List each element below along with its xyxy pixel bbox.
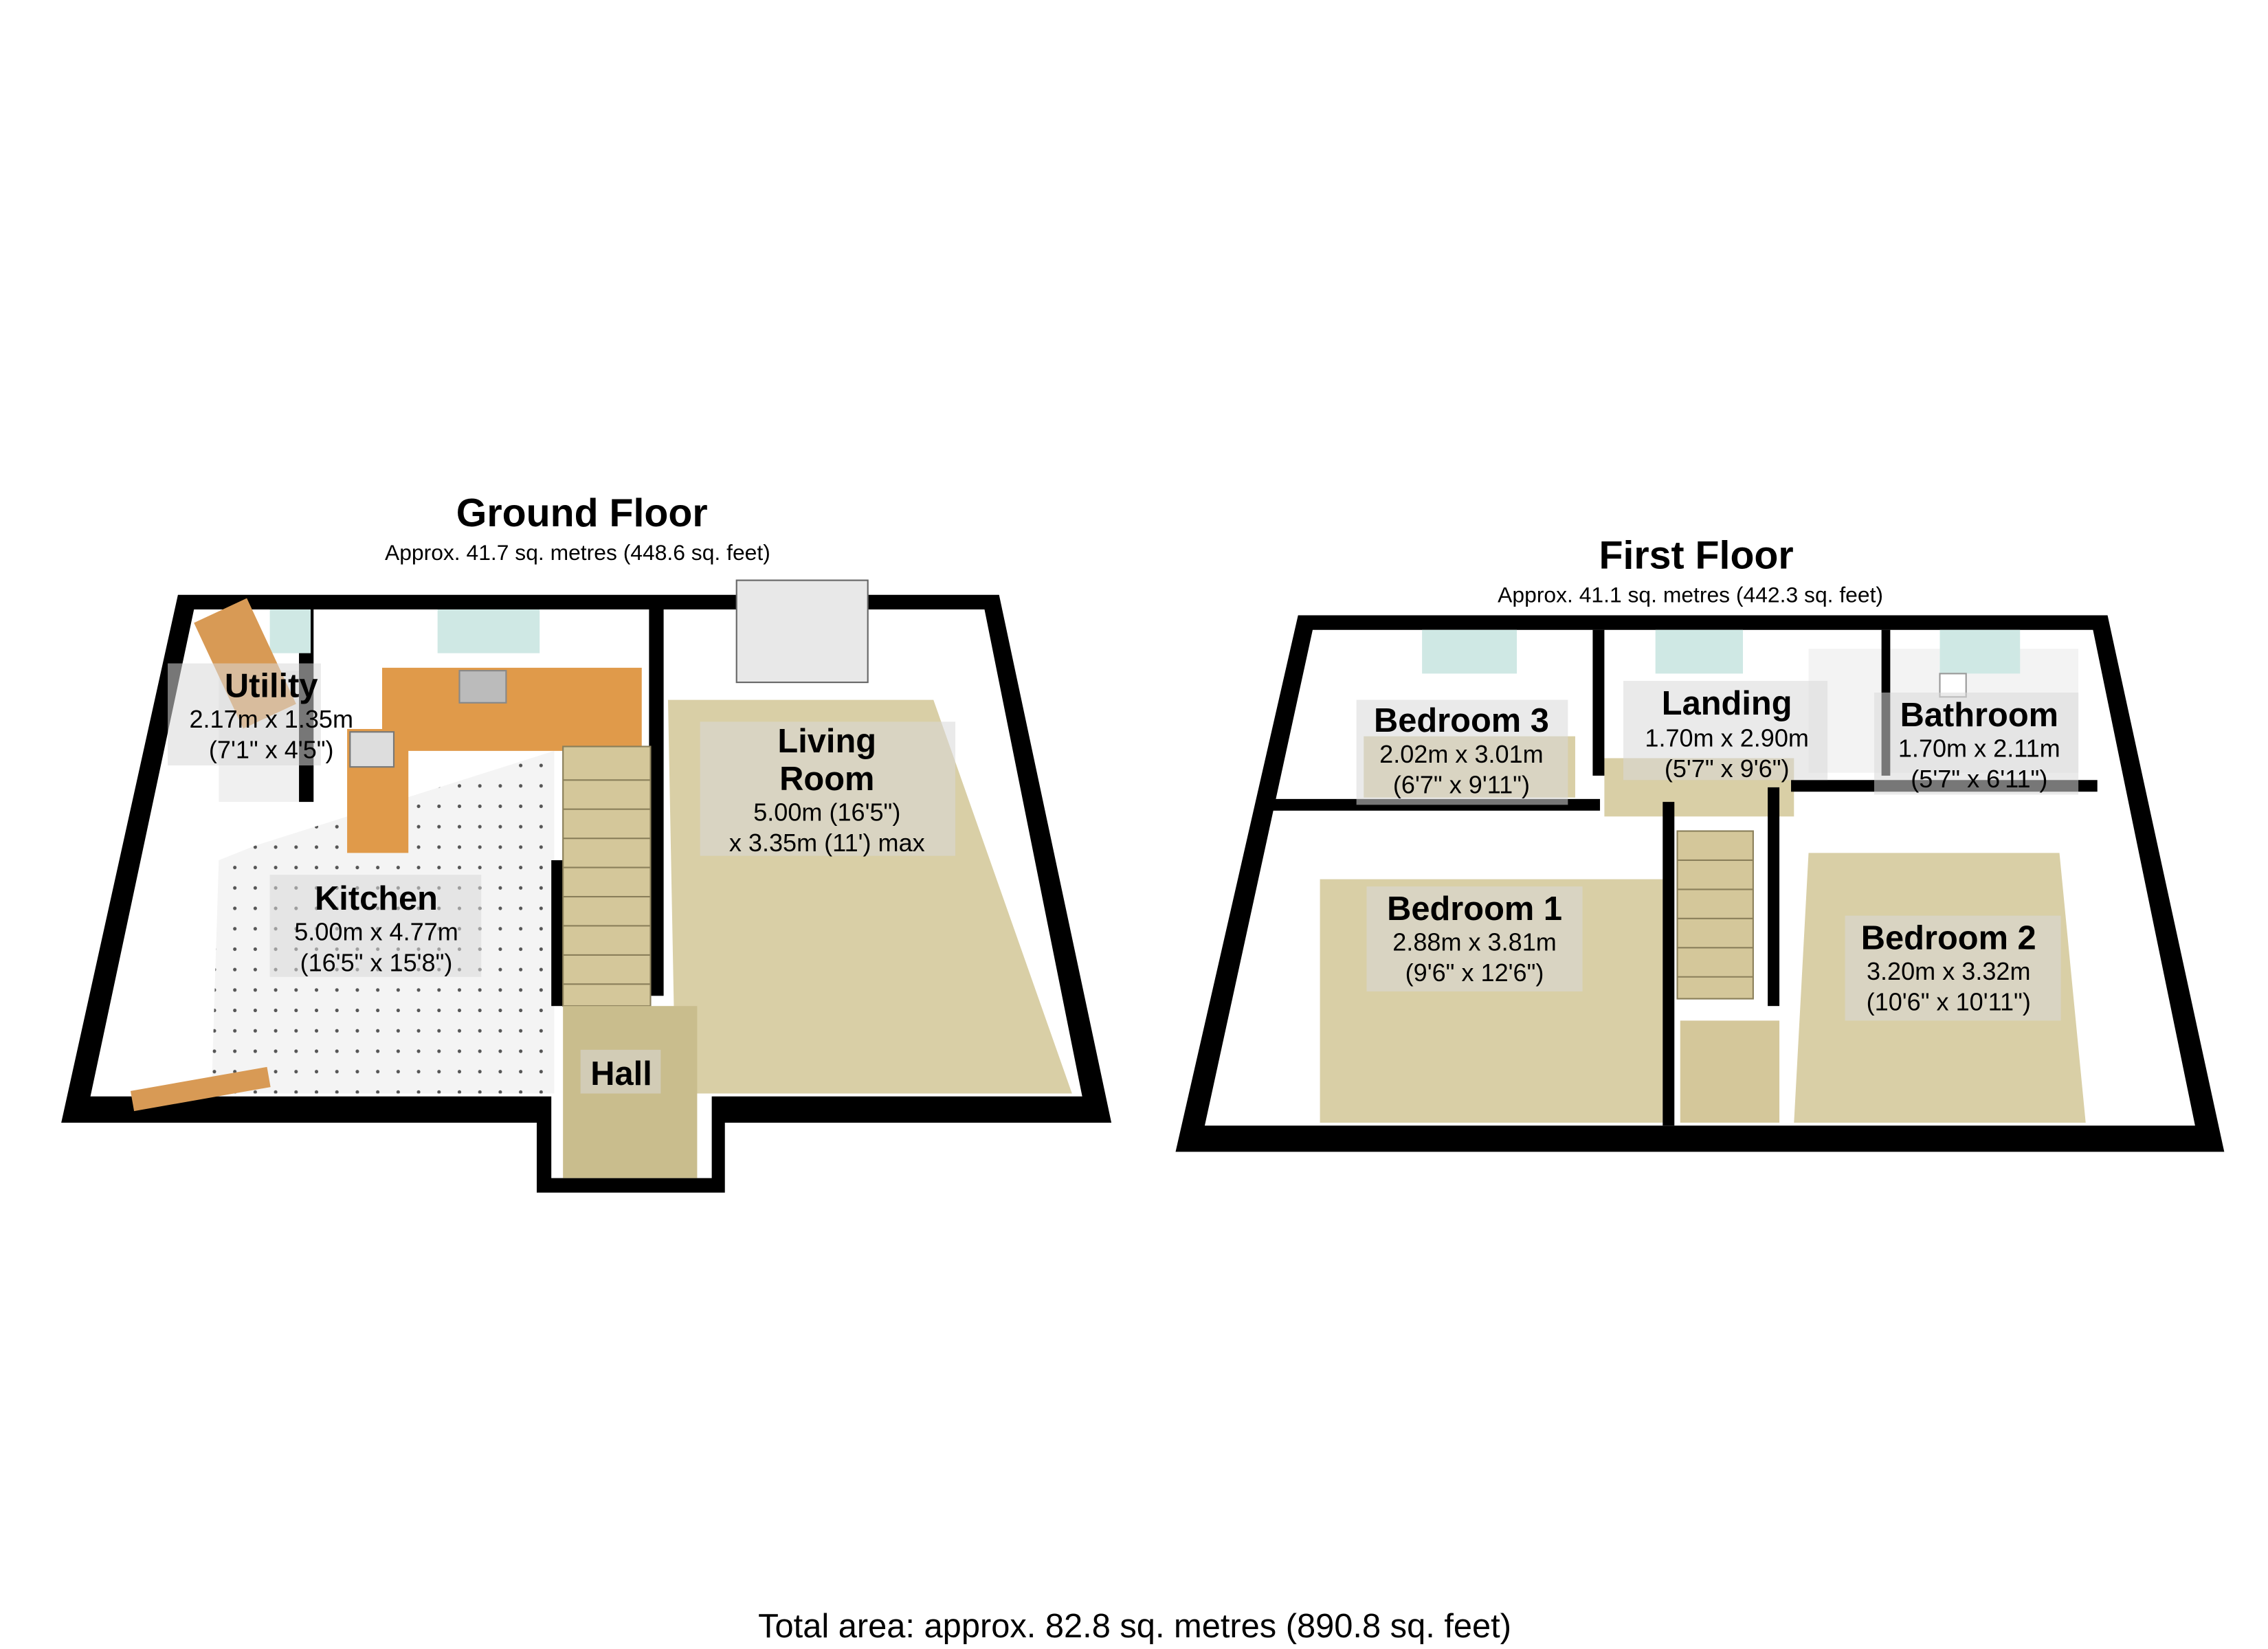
room-label-kitchen: Kitchen 5.00m x 4.77m (16'5" x 15'8") (269, 875, 482, 977)
total-area: Total area: approx. 82.8 sq. metres (890… (758, 1608, 1511, 1645)
staircase (1676, 830, 1754, 1000)
room-dimensions-imperial: (5'7" x 6'11") (1911, 765, 2047, 793)
room-label-living-room: Living Room 5.00m (16'5") x 3.35m (11') … (700, 721, 956, 857)
wall (1768, 787, 1780, 1007)
wall (1663, 802, 1675, 1126)
ground-floor-title: Ground Floor (456, 491, 708, 535)
room-label-hall: Hall (580, 1049, 661, 1094)
room-name: Bedroom 1 (1387, 890, 1562, 928)
stair-treads (563, 779, 651, 985)
room-dimensions-metric: 3.20m x 3.32m (1867, 957, 2031, 985)
first-floor-area: Approx. 41.1 sq. metres (442.3 sq. feet) (1498, 582, 1883, 607)
room-dimensions-metric: 2.88m x 3.81m (1392, 928, 1557, 956)
room-dimensions-imperial: x 3.35m (11') max (729, 829, 925, 857)
room-name: Bedroom 2 (1861, 919, 2036, 956)
window (1422, 629, 1517, 674)
room-dimensions-metric: 2.02m x 3.01m (1379, 740, 1544, 768)
room-label-utility: Utility 2.17m x 1.35m (7'1" x 4'5") (168, 663, 353, 766)
room-dimensions-imperial: (7'1" x 4'5") (209, 735, 334, 763)
first-floor-title: First Floor (1599, 534, 1793, 578)
room-name: Utility (225, 667, 318, 704)
wall (1592, 629, 1605, 776)
window (1939, 629, 2021, 674)
room-name: Hall (590, 1055, 652, 1092)
room-name: Bedroom 3 (1374, 702, 1549, 739)
room-dimensions-imperial: (10'6" x 10'11") (1867, 988, 2031, 1016)
room-name: Bathroom (1900, 697, 2058, 734)
hob-icon (349, 731, 395, 768)
sink-icon (458, 670, 507, 704)
room-label-bathroom: Bathroom 1.70m x 2.11m (5'7" x 6'11") (1874, 692, 2079, 795)
wall (551, 860, 564, 1007)
room-dimensions-imperial: (16'5" x 15'8") (300, 948, 453, 976)
room-dimensions-imperial: (9'6" x 12'6") (1405, 958, 1544, 987)
window (269, 609, 311, 653)
window (437, 609, 540, 653)
room-dimensions-metric: 1.70m x 2.11m (1898, 734, 2060, 762)
wall (649, 609, 664, 996)
room-dimensions-imperial: (5'7" x 9'6") (1665, 754, 1790, 783)
room-name-line2: Room (779, 761, 874, 798)
room-dimensions-metric: 5.00m (16'5") (753, 798, 900, 827)
stair-treads (1677, 859, 1753, 978)
room-dimensions-metric: 5.00m x 4.77m (294, 918, 458, 946)
window (1655, 629, 1744, 674)
room-label-bedroom-1: Bedroom 1 2.88m x 3.81m (9'6" x 12'6") (1366, 886, 1583, 991)
room-name-line1: Living (777, 723, 876, 760)
room-label-bedroom-2: Bedroom 2 3.20m x 3.32m (10'6" x 10'11") (1845, 915, 2061, 1021)
room-label-bedroom-3: Bedroom 3 2.02m x 3.01m (6'7" x 9'11") (1356, 699, 1568, 805)
ground-floor-area: Approx. 41.7 sq. metres (448.6 sq. feet) (385, 540, 770, 565)
room-dimensions-metric: 1.70m x 2.90m (1645, 723, 1809, 752)
room-label-landing: Landing 1.70m x 2.90m (5'7" x 9'6") (1623, 680, 1828, 783)
front-door (130, 1066, 271, 1112)
staircase (562, 745, 652, 1007)
patio-doors (735, 579, 869, 684)
kitchen-worktop (347, 667, 642, 853)
room-dimensions-imperial: (6'7" x 9'11") (1393, 770, 1530, 798)
room-name: Kitchen (315, 880, 438, 917)
cupboard-floor (1680, 1020, 1780, 1123)
room-name: Landing (1662, 685, 1792, 722)
room-dimensions-metric: 2.17m x 1.35m (189, 705, 353, 733)
